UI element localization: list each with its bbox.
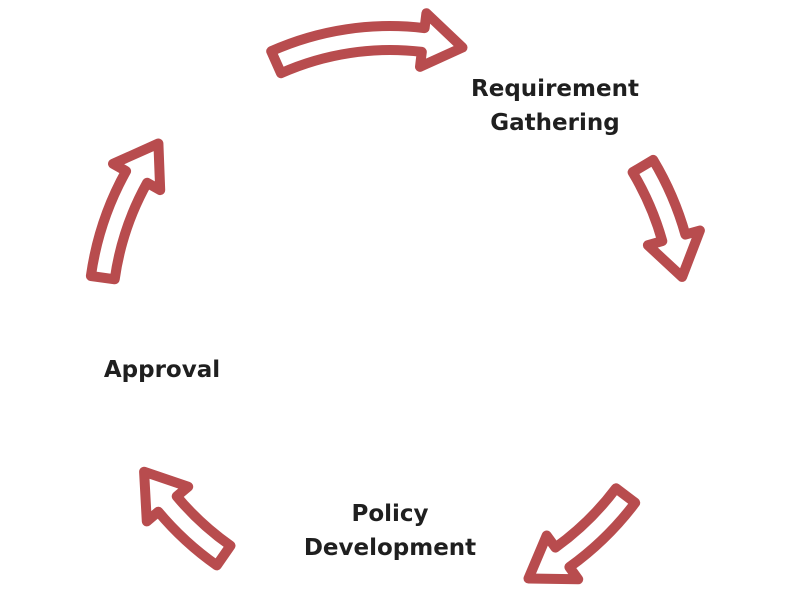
arrow-left-icon: [85, 138, 166, 285]
stage-label-line: Approval: [103, 357, 221, 383]
stage-label-line: Requirement: [471, 76, 639, 102]
stage-label-line: Gathering: [490, 110, 620, 136]
arrow-top-icon: [266, 8, 468, 79]
stage-label-approval: Approval: [92, 353, 232, 387]
arrow-bottom-left-icon: [139, 466, 236, 571]
stage-label-line: Development: [303, 535, 477, 561]
arrow-right-icon: [627, 154, 705, 282]
arrow-bottom-right-icon: [523, 483, 641, 585]
stage-label-requirement-gathering: Requirement Gathering: [465, 72, 645, 140]
stage-label-policy-development: Policy Development: [295, 497, 485, 565]
stage-label-line: Policy: [351, 501, 429, 527]
